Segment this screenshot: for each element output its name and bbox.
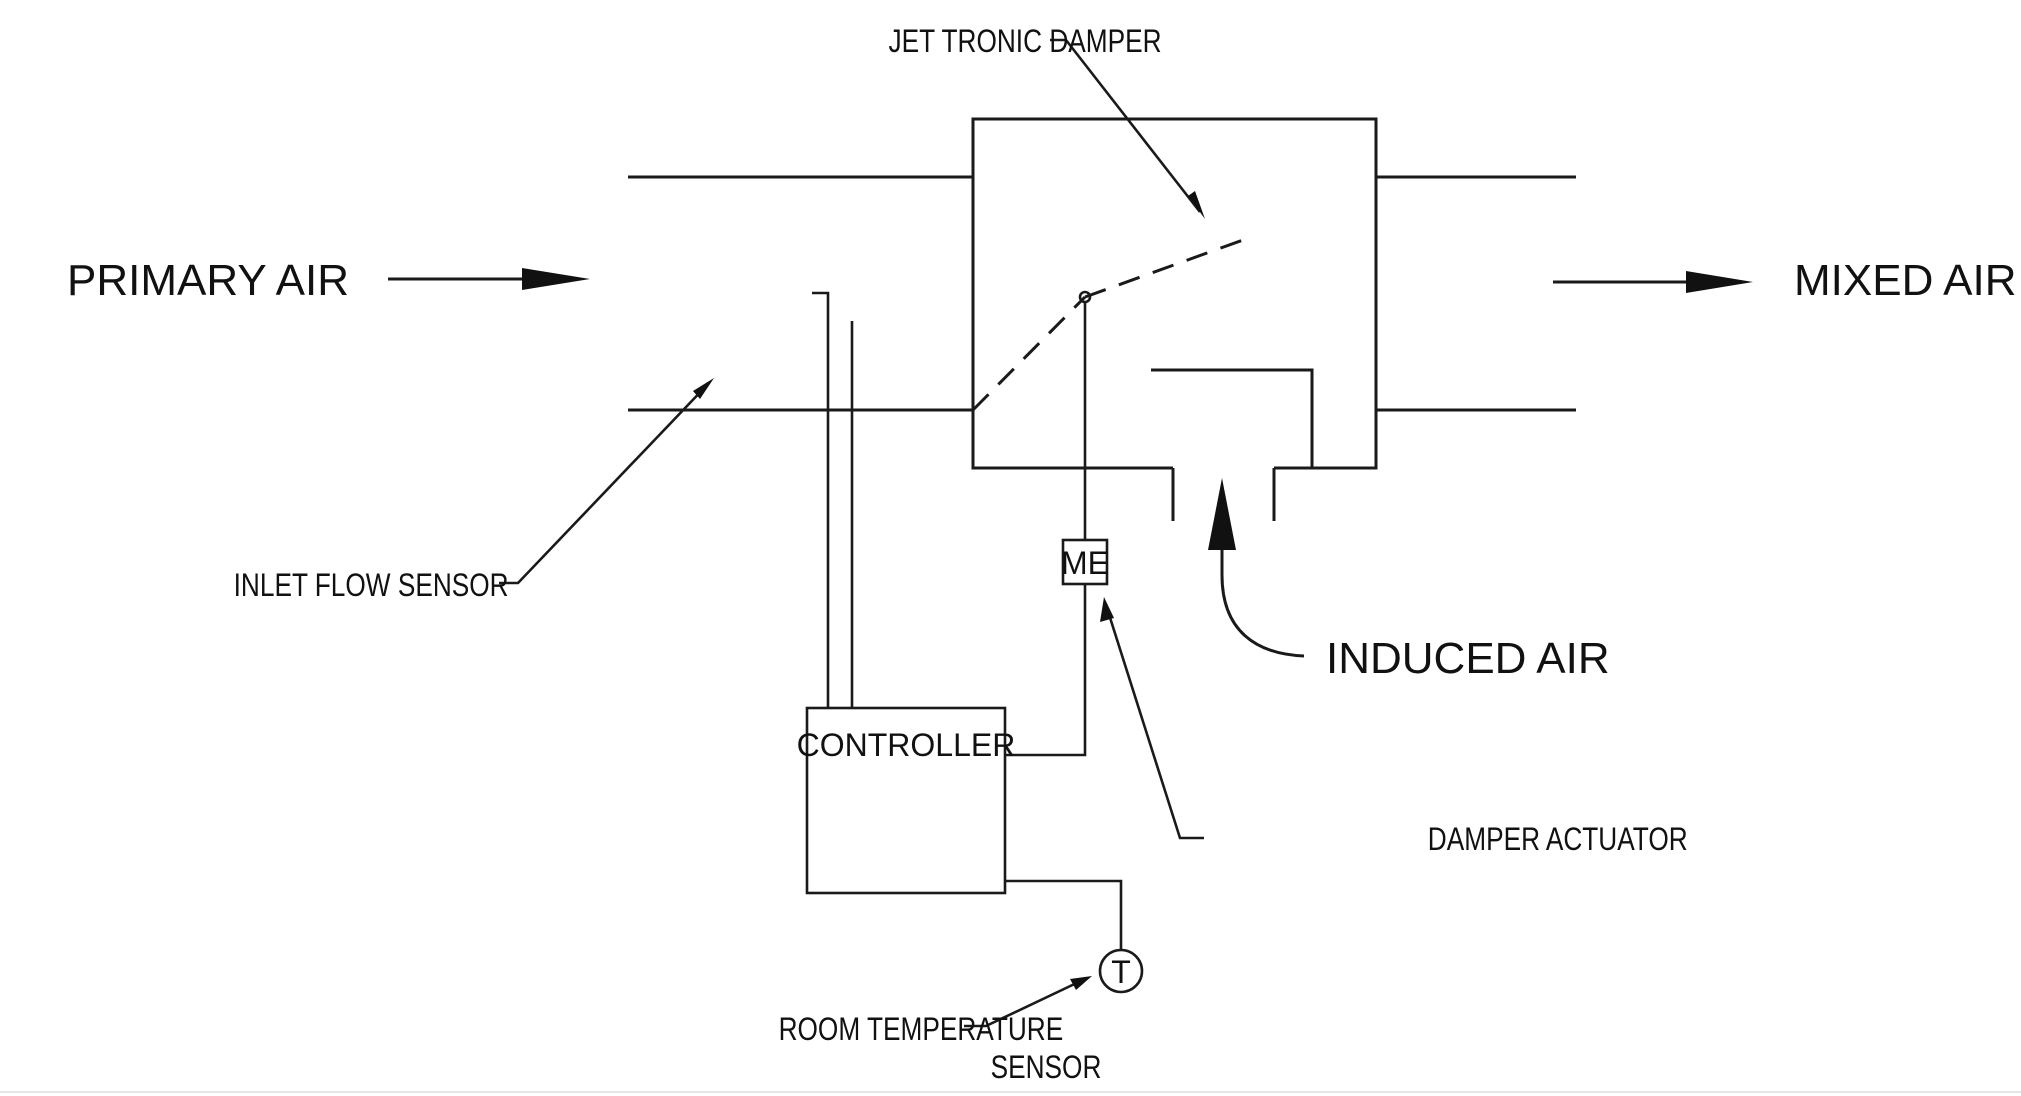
damper-actuator-symbol: ME bbox=[1061, 538, 1109, 586]
damper-actuator-leader bbox=[1100, 597, 1204, 840]
actuator-symbol-text: ME bbox=[1061, 545, 1109, 581]
mixed-air-arrow bbox=[1553, 271, 1753, 293]
bottom-divider bbox=[0, 1091, 2021, 1093]
controller-label: CONTROLLER bbox=[797, 727, 1016, 763]
room-temperature-sensor-label-line2: SENSOR bbox=[991, 1051, 1102, 1086]
jet-tronic-damper-blade bbox=[971, 238, 1244, 412]
terminal-box-housing bbox=[971, 117, 1378, 521]
sensor-wire bbox=[1005, 879, 1123, 950]
mixed-air-label: MIXED AIR bbox=[1794, 256, 2017, 305]
room-temperature-sensor-leader bbox=[964, 976, 1092, 1028]
thermostat-symbol-text: T bbox=[1111, 954, 1131, 990]
damper-actuator-label: DAMPER ACTUATOR bbox=[1428, 823, 1688, 858]
induced-air-label: INDUCED AIR bbox=[1326, 634, 1610, 683]
inlet-flow-sensor-tubes bbox=[812, 291, 854, 708]
controller-box: CONTROLLER bbox=[797, 706, 1016, 895]
jet-tronic-damper-label: JET TRONIC DAMPER bbox=[889, 25, 1162, 60]
outlet-duct bbox=[1376, 175, 1576, 412]
primary-air-label: PRIMARY AIR bbox=[67, 256, 349, 305]
room-temperature-sensor-label-line1: ROOM TEMPERATURE bbox=[779, 1013, 1064, 1048]
jet-tronic-damper-leader bbox=[1050, 38, 1205, 219]
actuator-wire bbox=[1005, 584, 1087, 757]
room-temperature-sensor-symbol: T bbox=[1098, 948, 1144, 994]
inlet-duct bbox=[628, 175, 973, 412]
inlet-flow-sensor-leader bbox=[499, 378, 714, 585]
primary-air-arrow bbox=[388, 268, 590, 290]
inlet-flow-sensor-label: INLET FLOW SENSOR bbox=[234, 569, 509, 604]
induced-air-arrow bbox=[1208, 478, 1305, 658]
